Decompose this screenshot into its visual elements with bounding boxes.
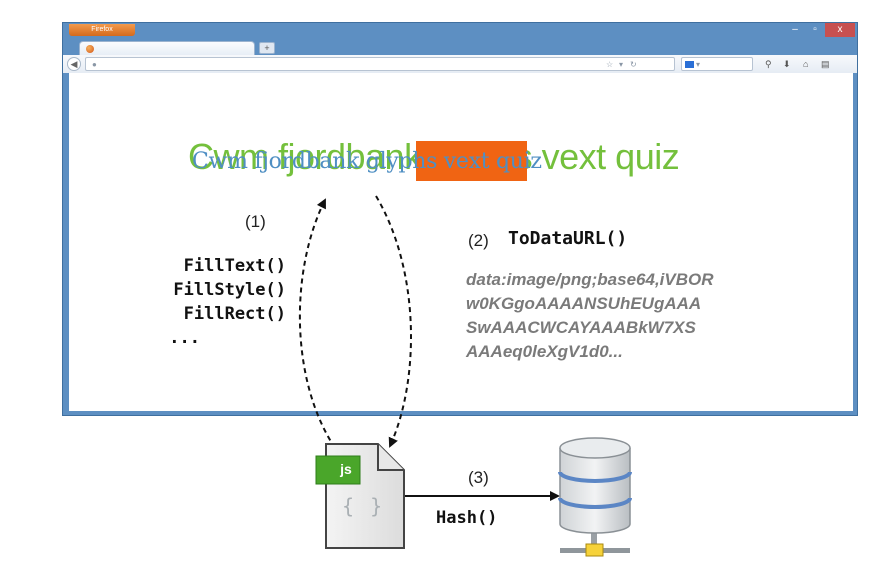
api-call-fillrect: FillRect(): [183, 304, 286, 324]
maximize-button[interactable]: ▫: [813, 24, 817, 35]
search-engine-icon[interactable]: [685, 61, 694, 68]
search-engine-dropdown-icon[interactable]: ▾: [696, 60, 701, 69]
read-arrow: [375, 195, 412, 448]
search-bar[interactable]: ▾: [681, 57, 753, 71]
draw-arrow: [298, 198, 336, 449]
menu-icon[interactable]: ▤: [821, 59, 830, 69]
download-icon[interactable]: ⬇: [783, 59, 791, 69]
canvas-serif-text: Cwm fjordbank glyphs vext quiz: [192, 149, 542, 174]
url-bar[interactable]: ● ☆ ▾ ↻: [85, 57, 675, 71]
app-menu-button[interactable]: Firefox: [69, 24, 135, 36]
dropdown-icon[interactable]: ▾: [619, 60, 624, 69]
todataurl-call: ToDataURL(): [508, 228, 628, 249]
firefox-favicon-icon: [86, 45, 94, 53]
js-file-braces: { }: [342, 494, 385, 518]
step-1-label: (1): [245, 212, 266, 231]
navigation-bar: ◀ ● ☆ ▾ ↻ ▾ ⚲ ⬇ ⌂ ▤: [63, 55, 857, 73]
tab-strip: +: [63, 39, 857, 55]
canvas-api-calls: FillText() FillStyle() FillRect() ...: [110, 254, 286, 350]
identity-icon: ●: [92, 60, 97, 69]
database-icon: [558, 437, 632, 557]
step-2-label: (2): [468, 231, 489, 250]
hash-call: Hash(): [436, 508, 498, 528]
step-3-label: (3): [468, 468, 489, 487]
back-icon[interactable]: ◀: [67, 57, 81, 71]
api-call-fillstyle: FillStyle(): [173, 280, 286, 300]
minimize-button[interactable]: –: [792, 24, 798, 35]
browser-window: Firefox – ▫ x + ◀ ● ☆ ▾ ↻ ▾ ⚲ ⬇ ⌂ ▤: [62, 22, 858, 416]
js-badge-label: js: [340, 461, 352, 477]
canvas-filled-rect: [416, 141, 527, 181]
close-button[interactable]: x: [825, 23, 855, 37]
window-controls: – ▫ x: [785, 23, 855, 37]
data-uri-line: data:image/png;base64,iVBOR: [466, 270, 714, 289]
reload-icon[interactable]: ↻: [630, 60, 637, 69]
title-bar: Firefox – ▫ x: [63, 23, 857, 39]
data-uri-line: AAAeq0leXgV1d0...: [466, 342, 623, 361]
api-call-filltext: FillText(): [183, 256, 286, 276]
data-uri-output: data:image/png;base64,iVBOR w0KGgoAAAANS…: [466, 268, 714, 364]
data-uri-line: w0KGgoAAAANSUhEUgAAA: [466, 294, 702, 313]
home-icon[interactable]: ⌂: [803, 59, 809, 69]
new-tab-button[interactable]: +: [259, 42, 275, 54]
bookmark-star-icon[interactable]: ☆: [606, 60, 614, 69]
api-call-ellipsis: ...: [169, 328, 200, 348]
js-file-icon: [315, 443, 405, 549]
search-icon[interactable]: ⚲: [765, 59, 772, 69]
browser-tab[interactable]: [79, 41, 255, 55]
data-uri-line: SwAAACWCAYAAABkW7XS: [466, 318, 696, 337]
page-content: [69, 73, 853, 411]
